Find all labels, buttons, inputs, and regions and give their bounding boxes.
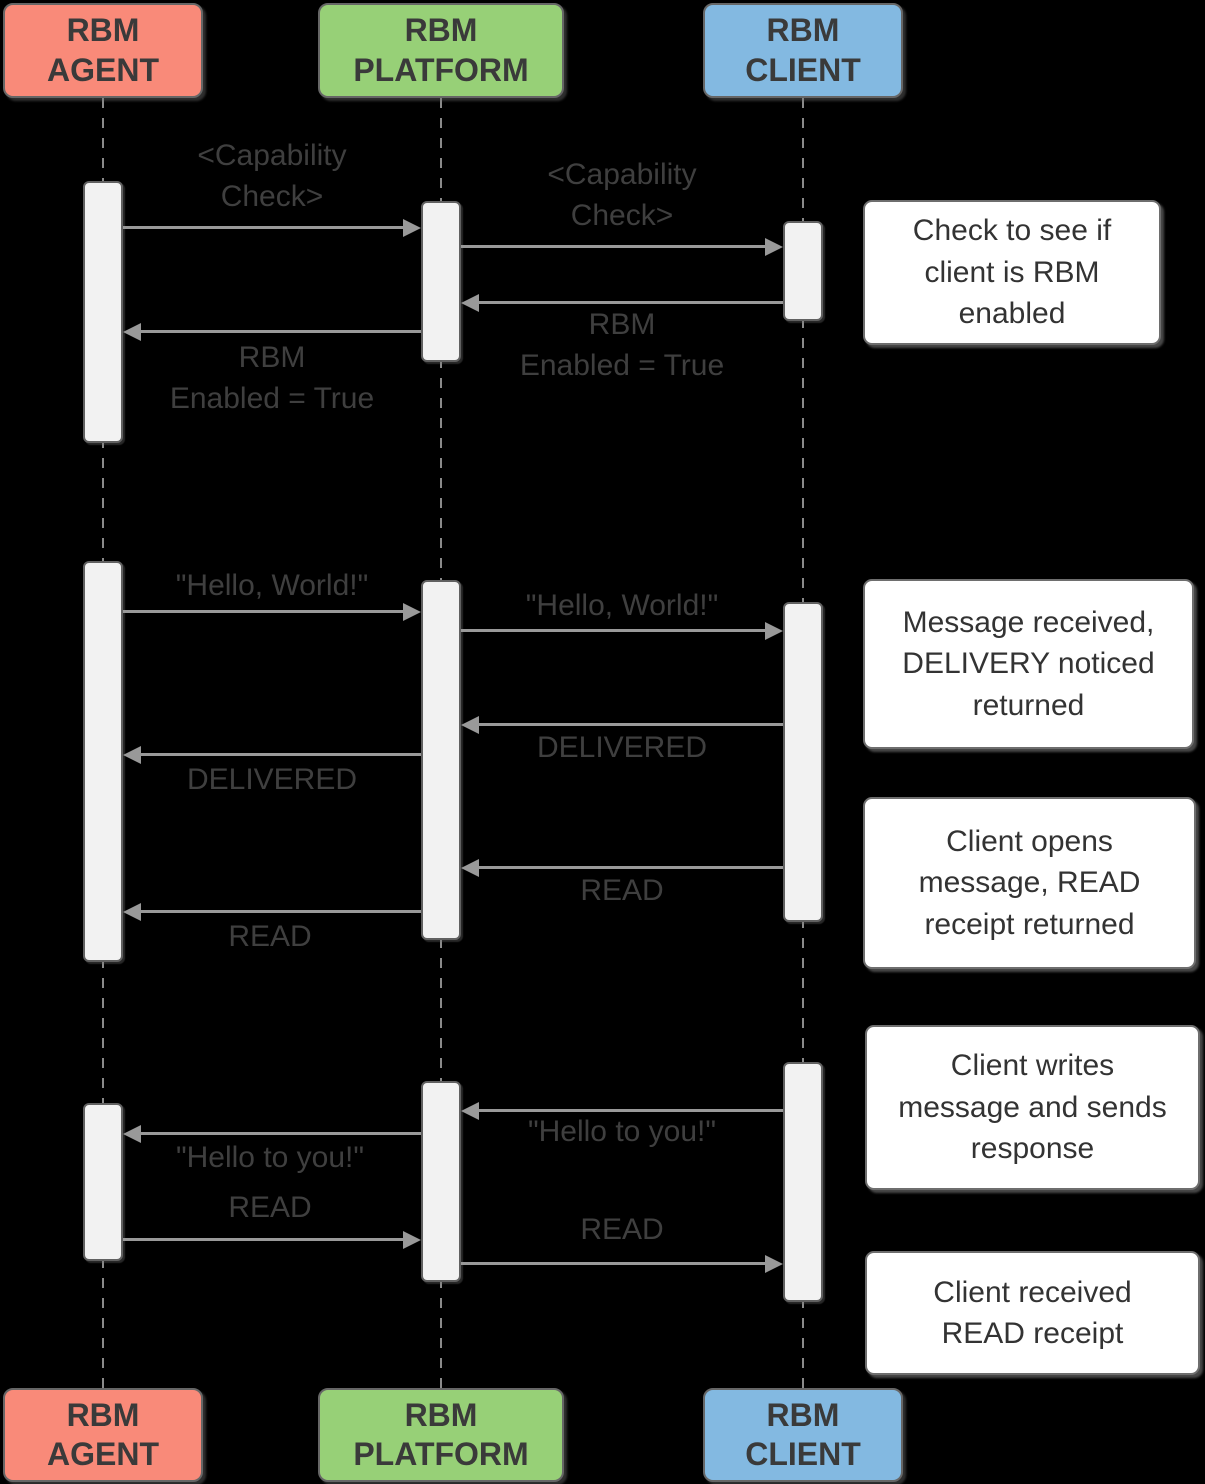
message-label-1: <Capability Check> <box>547 158 697 232</box>
arrowhead-left-icon <box>461 716 479 734</box>
message-line-8 <box>479 866 783 869</box>
message-label-6: DELIVERED <box>536 731 708 764</box>
annotation-note-4: Client received READ receipt <box>865 1251 1200 1375</box>
message-label-13: READ <box>580 1213 664 1246</box>
message-line-11 <box>141 1132 421 1135</box>
annotation-note-0: Check to see if client is RBM enabled <box>863 200 1161 345</box>
message-label-7: DELIVERED <box>186 763 358 796</box>
header-actor-box-client: RBM CLIENT <box>703 3 903 98</box>
arrowhead-left-icon <box>461 859 479 877</box>
message-line-1 <box>461 245 765 248</box>
footer-actor-box-client: RBM CLIENT <box>703 1388 903 1482</box>
activation-bar-platform <box>421 580 461 940</box>
activation-bar-client <box>783 1062 823 1302</box>
annotation-note-1: Message received, DELIVERY noticed retur… <box>863 579 1194 749</box>
message-label-2: RBM Enabled = True <box>519 308 725 382</box>
message-line-7 <box>141 753 421 756</box>
message-line-10 <box>479 1109 783 1112</box>
arrowhead-right-icon <box>403 603 421 621</box>
arrowhead-right-icon <box>403 219 421 237</box>
arrowhead-left-icon <box>123 903 141 921</box>
message-label-4: "Hello, World!" <box>175 569 369 602</box>
message-label-11: "Hello to you!" <box>175 1141 365 1174</box>
arrowhead-right-icon <box>765 1255 783 1273</box>
message-label-5: "Hello, World!" <box>525 589 719 622</box>
activation-bar-agent <box>83 561 123 962</box>
header-actor-box-agent: RBM AGENT <box>3 3 203 98</box>
activation-bar-agent <box>83 181 123 443</box>
activation-bar-platform <box>421 1081 461 1282</box>
message-label-0: <Capability Check> <box>197 139 347 213</box>
activation-bar-platform <box>421 201 461 362</box>
arrowhead-right-icon <box>765 622 783 640</box>
arrowhead-left-icon <box>123 1125 141 1143</box>
arrowhead-left-icon <box>461 294 479 312</box>
footer-actor-box-agent: RBM AGENT <box>3 1388 203 1482</box>
message-label-9: READ <box>228 920 312 953</box>
arrowhead-left-icon <box>123 323 141 341</box>
message-line-12 <box>123 1238 403 1241</box>
message-line-4 <box>123 610 403 613</box>
header-actor-box-platform: RBM PLATFORM <box>318 3 564 98</box>
annotation-note-3: Client writes message and sends response <box>865 1025 1200 1190</box>
message-line-13 <box>461 1262 765 1265</box>
activation-bar-client <box>783 221 823 321</box>
message-line-6 <box>479 723 783 726</box>
arrowhead-left-icon <box>461 1102 479 1120</box>
annotation-note-2: Client opens message, READ receipt retur… <box>863 797 1196 969</box>
message-label-12: READ <box>228 1191 312 1224</box>
message-label-10: "Hello to you!" <box>527 1115 717 1148</box>
message-label-8: READ <box>580 874 664 907</box>
message-line-3 <box>141 330 421 333</box>
activation-bar-client <box>783 602 823 922</box>
message-label-3: RBM Enabled = True <box>169 341 375 415</box>
message-line-0 <box>123 226 403 229</box>
activation-bar-agent <box>83 1103 123 1261</box>
footer-actor-box-platform: RBM PLATFORM <box>318 1388 564 1482</box>
arrowhead-right-icon <box>765 238 783 256</box>
message-line-2 <box>479 301 783 304</box>
message-line-9 <box>141 910 421 913</box>
arrowhead-right-icon <box>403 1231 421 1249</box>
message-line-5 <box>461 629 765 632</box>
arrowhead-left-icon <box>123 746 141 764</box>
